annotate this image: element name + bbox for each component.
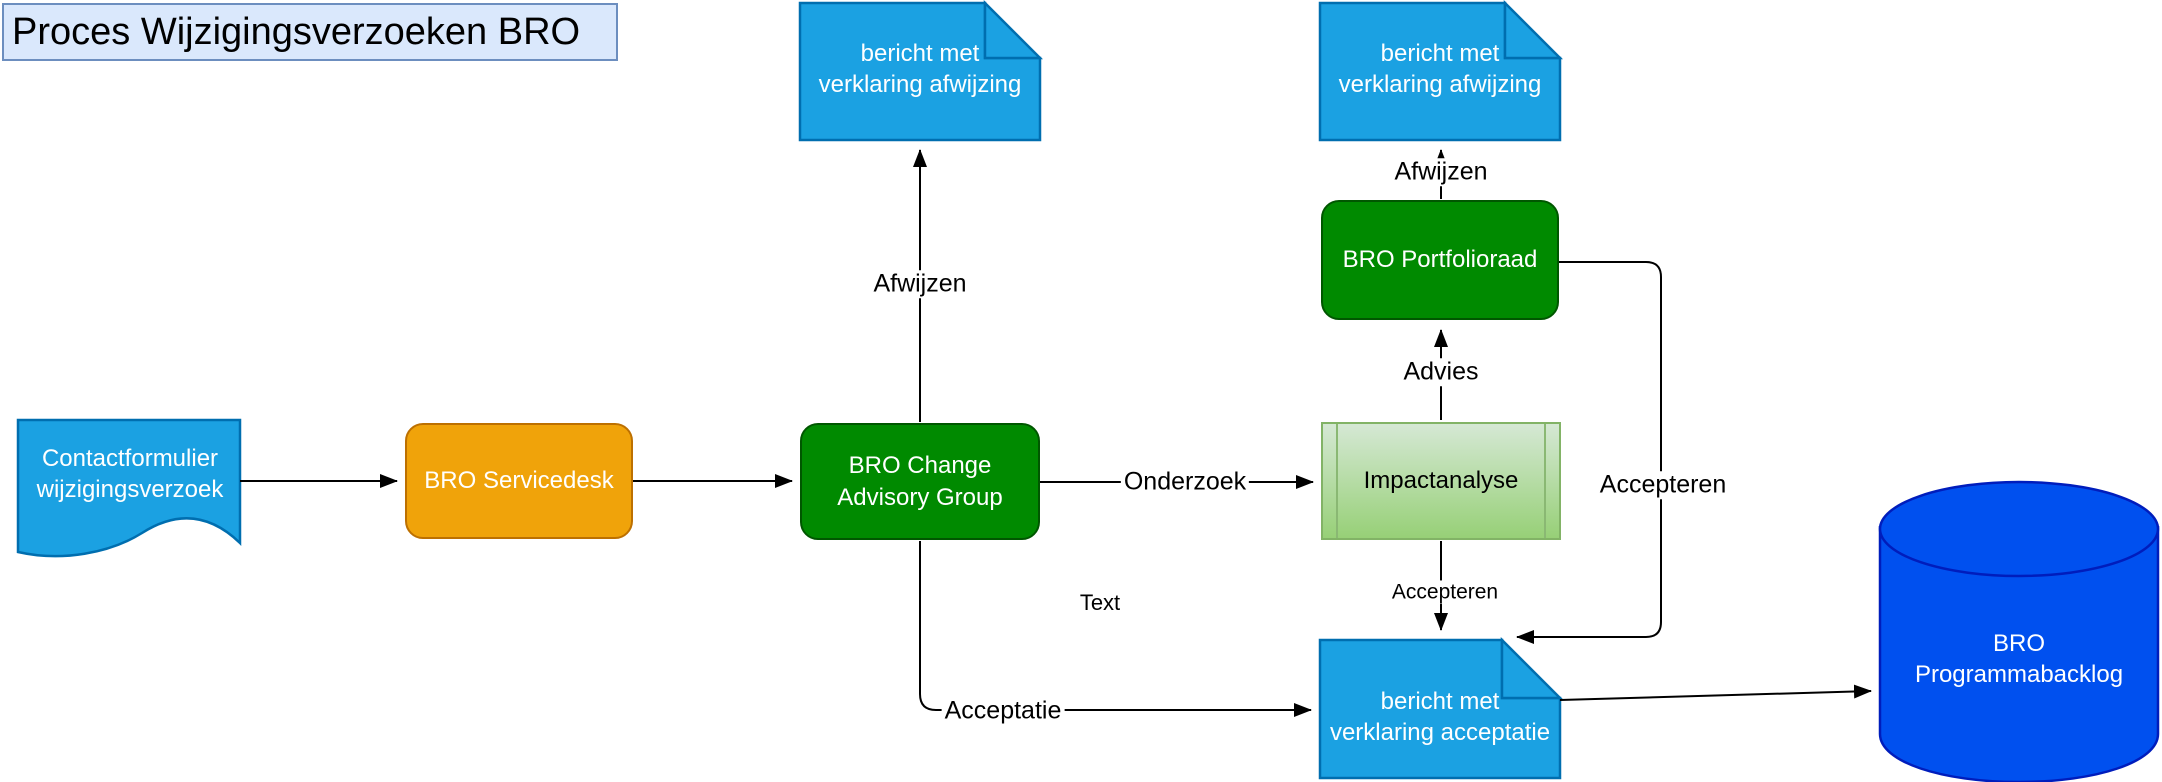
bericht-afwijzing-rechts-fold-icon <box>1503 0 1564 60</box>
programmabacklog-outline <box>1878 526 2160 782</box>
bericht-acceptatie-fold-icon <box>1500 636 1564 700</box>
node-bro-servicedesk: BRO Servicedesk <box>405 423 633 539</box>
edge-label-text: Text <box>1079 589 1121 615</box>
node-bro-change-advisory-group: BRO Change Advisory Group <box>800 423 1040 540</box>
edge-portfolioraad-acceptatie <box>1516 261 1662 644</box>
edge-acceptatie-programmabacklog <box>1559 684 1872 701</box>
bericht-afwijzing-links-fold-icon <box>983 0 1044 60</box>
programmabacklog-body-shape <box>1880 529 2158 782</box>
edge-label-accepteren-down: Accepteren <box>1388 580 1502 604</box>
node-impactanalyse: Impactanalyse <box>1321 422 1561 540</box>
programmabacklog-top-shape <box>1878 480 2160 578</box>
edge-label-afwijzen-right: Afwijzen <box>1391 158 1491 186</box>
diagram-title: Proces Wijzigingsverzoeken BRO <box>2 3 618 61</box>
edge-label-acceptatie: Acceptatie <box>941 697 1065 725</box>
edge-cag-acceptatie <box>919 541 1312 717</box>
edge-label-advies: Advies <box>1400 358 1482 386</box>
edge-label-accepteren-right: Accepteren <box>1596 471 1730 499</box>
contactformulier-shape <box>16 418 242 558</box>
node-bro-portfolioraad: BRO Portfolioraad <box>1321 200 1559 320</box>
edge-label-afwijzen-left: Afwijzen <box>870 270 970 298</box>
edge-label-onderzoek: Onderzoek <box>1120 468 1250 496</box>
